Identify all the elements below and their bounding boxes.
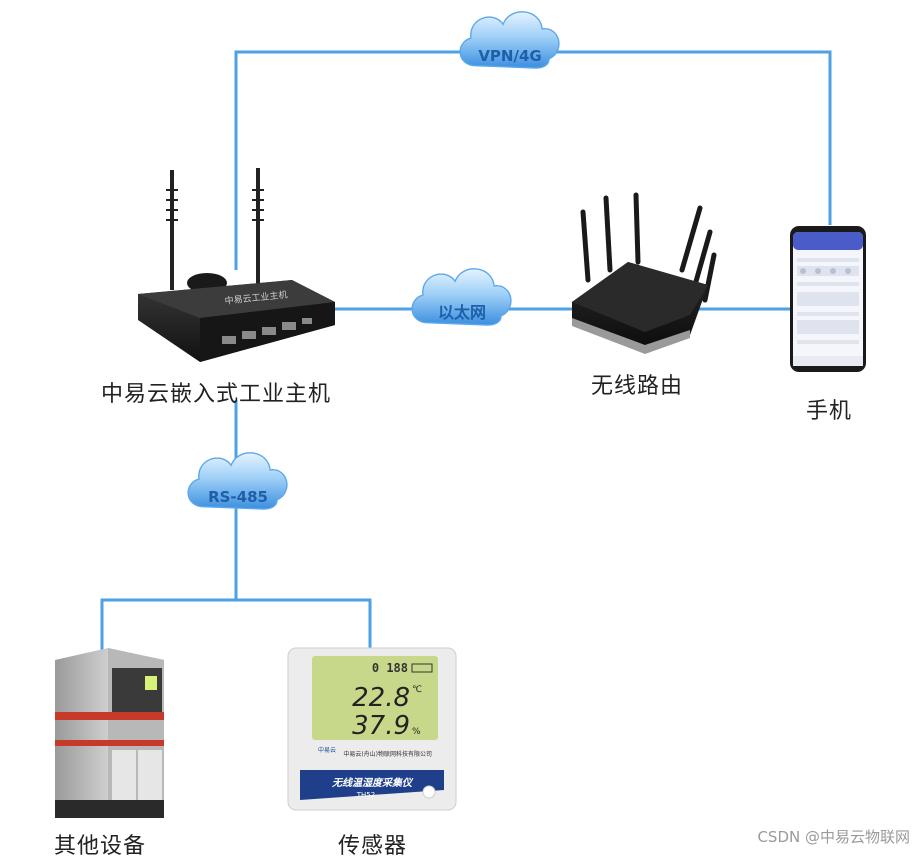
ethernet-label: 以太网 [438,303,486,322]
ethernet-cloud-icon: 以太网 [411,268,512,326]
sensor-temperature-unit: ℃ [412,685,422,695]
sensor-humidity: 37.9 [352,711,410,741]
rs485-label: RS-485 [208,488,268,506]
wireless-router-icon [572,192,717,354]
sensor-temperature: 22.8 [352,683,410,713]
sensor-company: 中易云(舟山)物联网科技有限公司 [343,750,432,758]
sensor-model: TH52 [356,791,375,799]
sensor-top-readout: 0 188 [372,661,408,675]
temperature-humidity-sensor-icon: 0 188 22.8 ℃ 37.9 % 中易云 中易云(舟山)物联网科技有限公司… [287,647,457,811]
industrial-host-icon: 中易云工业主机 [138,168,335,362]
watermark: CSDN @中易云物联网 [757,828,910,846]
vpn-link-line [234,50,832,270]
sensor-device-name: 无线温湿度采集仪 [331,777,414,789]
sensor-label: 传感器 [338,834,408,859]
phone-label: 手机 [806,399,853,424]
other-device-label: 其他设备 [54,834,147,859]
mobile-phone-icon [790,226,866,372]
equipment-cabinet-icon [55,648,164,818]
rs485-link-line [100,400,372,650]
vpn-cloud-icon: VPN/4G [459,11,560,69]
host-label: 中易云嵌入式工业主机 [101,382,332,407]
vpn-label: VPN/4G [478,47,541,65]
sensor-brand: 中易云 [318,746,336,754]
router-label: 无线路由 [591,374,684,399]
sensor-humidity-unit: % [412,727,421,737]
rs485-cloud-icon: RS-485 [187,452,288,510]
